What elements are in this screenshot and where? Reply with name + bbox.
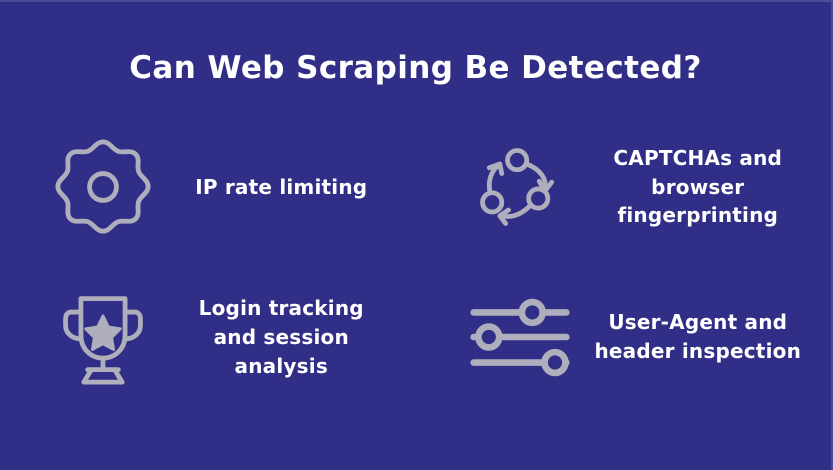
label-line: Login tracking [198,295,364,320]
label-line: header inspection [594,339,802,363]
feature-item-label: Login tracking and session analysis [155,294,408,381]
label-line: CAPTCHAs and [613,146,783,171]
feature-item-login-tracking: Login tracking and session analysis [0,262,416,412]
feature-item-user-agent: User-Agent and header inspection [416,262,833,412]
feature-item-label: CAPTCHAs and browser fingerprinting [572,144,825,229]
label-line: analysis [234,353,328,378]
gear-icon [51,135,155,239]
label-line: User-Agent and [608,310,788,334]
feature-item-captchas: CAPTCHAs and browser fingerprinting [416,112,833,262]
feature-grid: IP rate limiting [0,112,832,412]
label-line: and session [213,324,349,349]
feature-item-label: IP rate limiting [155,173,408,201]
feature-item-ip-rate-limiting: IP rate limiting [0,112,416,262]
rotation-nodes-icon [468,135,572,239]
page-title: Can Web Scraping Be Detected? [129,50,702,86]
label-line: browser fingerprinting [617,174,779,228]
label-line: IP rate limiting [195,174,368,199]
sliders-icon [468,285,572,389]
trophy-icon [51,285,155,389]
feature-item-label: User-Agent and header inspection [572,308,825,366]
